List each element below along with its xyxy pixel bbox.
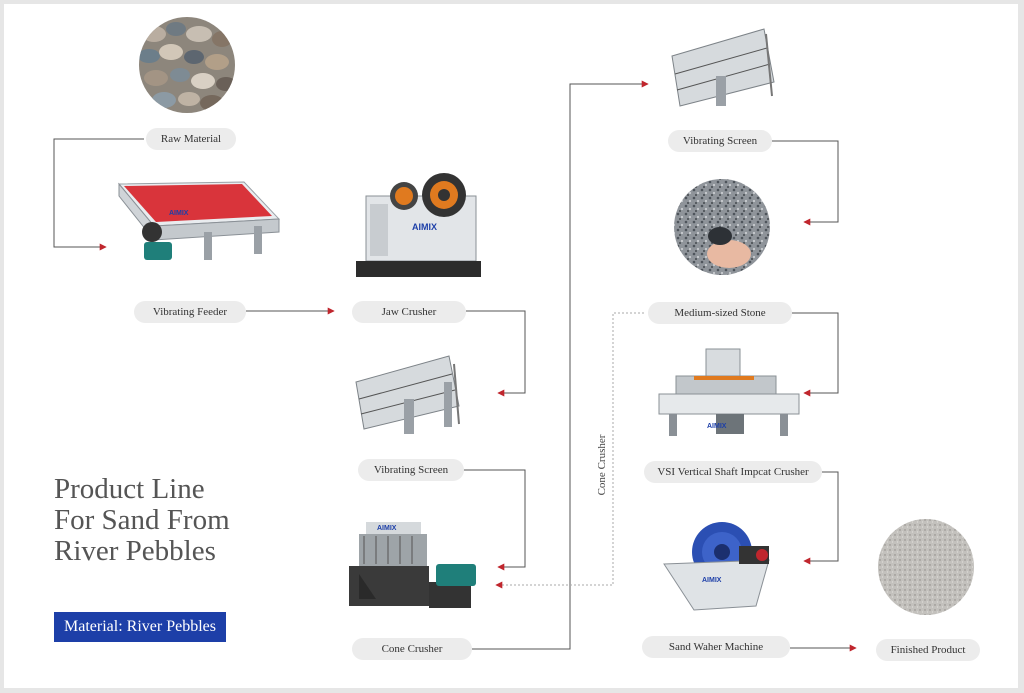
label-sand-washer: Sand Waher Machine [642, 636, 790, 658]
connector-jaw-to-screen [466, 310, 526, 397]
raw-material-image [139, 17, 235, 113]
svg-text:AIMIX: AIMIX [377, 525, 397, 532]
vibrating-screen-2-image [671, 28, 775, 107]
svg-text:AIMIX: AIMIX [169, 210, 189, 217]
svg-text:AIMIX: AIMIX [412, 222, 437, 232]
label-vibrating-feeder: Vibrating Feeder [134, 301, 246, 323]
label-medium-stone: Medium-sized Stone [648, 302, 792, 324]
connector-raw-to-feeder [53, 138, 144, 251]
svg-text:AIMIX: AIMIX [702, 577, 722, 584]
title-line-3: River Pebbles [54, 535, 216, 567]
label-vibrating-screen-1: Vibrating Screen [358, 459, 464, 481]
connector-cone-to-screen2 [472, 80, 649, 650]
connector-screen-to-cone [446, 469, 526, 571]
label-cone-crusher: Cone Crusher [352, 638, 472, 660]
material-badge: Material: River Pebbles [54, 612, 226, 642]
svg-text:AIMIX: AIMIX [707, 423, 727, 430]
cone-crusher-image: AIMIX [349, 522, 476, 608]
label-dashed-return: Cone Crusher [596, 434, 608, 496]
connector-stone-to-vsi [792, 312, 839, 397]
sand-washer-image: AIMIX [663, 522, 770, 611]
vibrating-feeder-image: AIMIX [117, 181, 281, 260]
medium-stone-image [674, 179, 770, 275]
connector-screen2-to-stone [772, 140, 839, 226]
label-vsi-crusher: VSI Vertical Shaft Impcat Crusher [644, 461, 822, 483]
connector-layer [53, 80, 857, 652]
vsi-crusher-image: AIMIX [658, 348, 800, 436]
title-line-2: For Sand From [54, 504, 230, 536]
label-finished-product: Finished Product [876, 639, 980, 661]
vibrating-screen-1-image [355, 355, 460, 434]
jaw-crusher-image: AIMIX [356, 173, 481, 277]
finished-product-image [878, 519, 974, 615]
label-vibrating-screen-2: Vibrating Screen [668, 130, 772, 152]
connector-vsi-to-washer [803, 471, 839, 565]
title-line-1: Product Line [54, 473, 205, 505]
flowchart-canvas: AIMIX AIMIX AIMIX [4, 4, 1018, 688]
label-jaw-crusher: Jaw Crusher [352, 301, 466, 323]
images-layer [139, 17, 974, 615]
page-title: Product Line For Sand From River Pebbles [54, 474, 314, 567]
label-raw-material: Raw Material [146, 128, 236, 150]
connector-dashed-return [495, 312, 644, 589]
